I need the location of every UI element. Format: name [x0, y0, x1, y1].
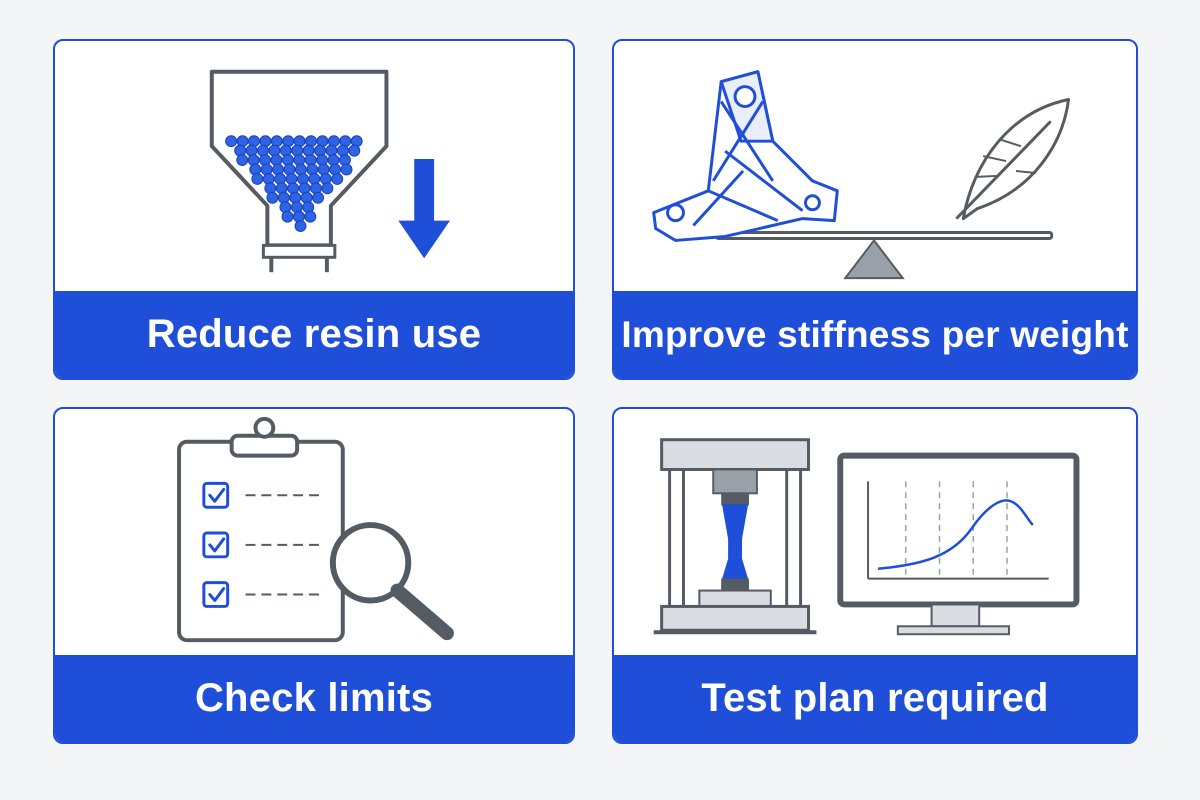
illustration-test-plan	[614, 409, 1136, 657]
balance-scale-icon	[714, 231, 1054, 280]
card-check-limits: Check limits	[53, 407, 575, 744]
feather-icon	[955, 98, 1071, 221]
clipboard-checklist-icon	[177, 416, 345, 643]
resin-pellet	[312, 191, 325, 204]
magnifier-icon	[329, 522, 454, 641]
resin-pellet	[251, 172, 264, 185]
resin-pellet	[225, 135, 238, 148]
illustration-improve-stiffness	[614, 41, 1136, 293]
resin-pellet	[281, 210, 294, 223]
resin-pellet	[294, 220, 307, 232]
card-label: Check limits	[194, 676, 434, 720]
resin-pellet	[340, 163, 353, 176]
label-bar-reduce-resin: Reduce resin use	[55, 291, 573, 378]
down-arrow-icon	[398, 159, 450, 259]
tensile-test-machine-icon	[653, 438, 817, 635]
resin-pellet	[236, 154, 249, 167]
resin-pellet	[331, 172, 344, 185]
monitor-graph-icon	[837, 452, 1080, 636]
label-bar-improve-stiffness: Improve stiffness per weight	[614, 291, 1136, 378]
resin-pellet	[321, 182, 334, 195]
illustration-check-limits	[55, 409, 573, 657]
card-reduce-resin: Reduce resin use	[53, 39, 575, 380]
illustration-reduce-resin	[55, 41, 573, 293]
resin-pellet	[266, 191, 279, 204]
lattice-bracket-icon	[652, 70, 839, 242]
card-test-plan: Test plan required	[612, 407, 1138, 744]
card-label: Test plan required	[701, 676, 1049, 720]
resin-pellet	[348, 144, 361, 157]
label-bar-test-plan: Test plan required	[614, 655, 1136, 742]
card-improve-stiffness: Improve stiffness per weight	[612, 39, 1138, 380]
resin-pellet	[304, 210, 317, 223]
label-bar-check-limits: Check limits	[55, 655, 573, 742]
card-label: Improve stiffness per weight	[621, 313, 1129, 355]
resin-pellets-icon	[225, 135, 363, 232]
card-label: Reduce resin use	[146, 312, 482, 356]
